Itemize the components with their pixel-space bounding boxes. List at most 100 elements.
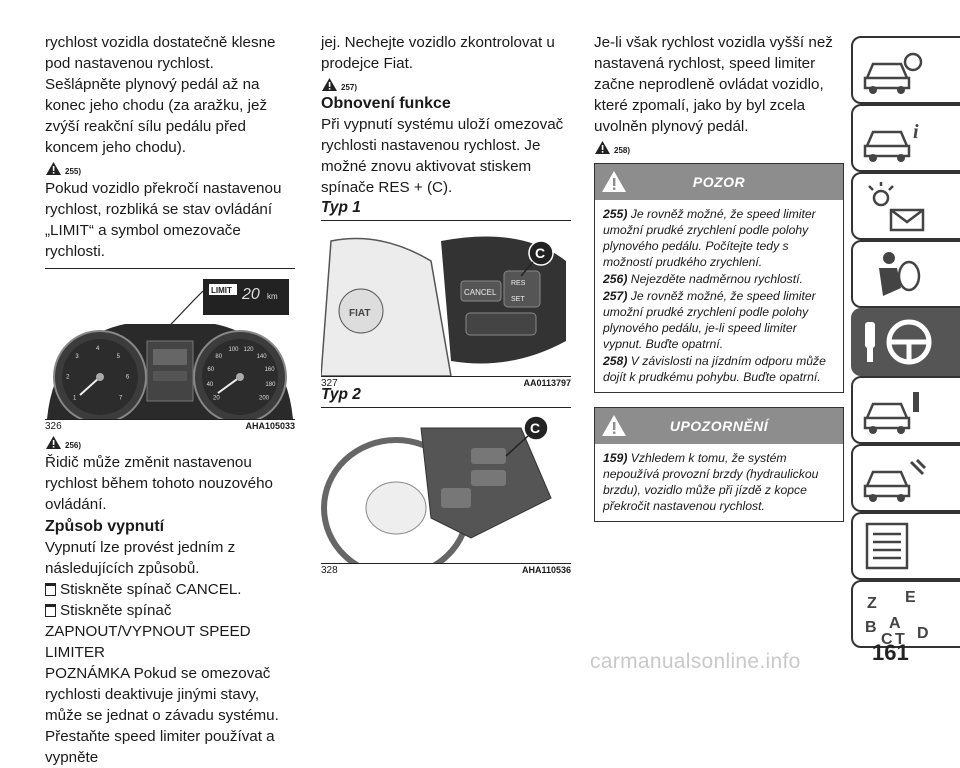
warning-box-header: POZOR [595, 164, 843, 200]
list-item: Stiskněte spínač CANCEL. [45, 579, 295, 600]
figure-caption: 327 AA0113797 [321, 378, 571, 389]
gauge-tick-label: 60 [207, 367, 214, 373]
car-info-icon: i [863, 121, 919, 162]
car-search-icon [863, 52, 923, 94]
column-1: rychlost vozidla dostatečně klesne pod n… [45, 32, 295, 768]
index-letter: B [865, 619, 877, 636]
list-icon [865, 522, 909, 570]
note-item: 159) Vzhledem k tomu, že systém nepoužív… [603, 450, 835, 514]
note-number: 255) [65, 167, 82, 176]
note-item: 257) Je rovněž možné, že speed limiter u… [603, 288, 835, 352]
car-service-icon [863, 392, 919, 434]
callout-c: C [530, 420, 540, 436]
chapter-tab[interactable] [851, 240, 960, 308]
gauge-tick-label: 3 [75, 354, 79, 360]
paragraph: jej. Nechejte vozidlo zkontrolovat u pro… [321, 34, 555, 72]
caution-box-header: UPOZORNĚNÍ [595, 408, 843, 444]
paragraph: Vypnutí lze provést jedním z následující… [45, 539, 236, 577]
speed-value: 20 [241, 286, 260, 303]
index-letter: C [881, 631, 893, 644]
note-item-text: Je rovněž možné, že speed limiter umožní… [603, 207, 816, 269]
index-letter: T [895, 631, 905, 644]
chapter-tab[interactable] [851, 308, 960, 376]
figure-number: 327 [321, 378, 338, 389]
note-item: 255) Je rovněž možné, že speed limiter u… [603, 206, 835, 270]
warning-box: POZOR 255) Je rovněž možné, že speed lim… [594, 163, 844, 393]
list-item: Stiskněte spínač [45, 600, 295, 621]
note-number: 256) [65, 441, 82, 450]
note-number: 258) [614, 146, 631, 155]
figure-code: AA0113797 [523, 378, 571, 388]
figure-number: 328 [321, 565, 338, 576]
chapter-tab[interactable] [851, 376, 960, 444]
note-item-number: 159) [603, 451, 628, 465]
note-item-number: 256) [603, 272, 628, 286]
note-number: 257) [341, 83, 358, 92]
warning-triangle-icon [46, 162, 61, 175]
note-item-text: Vzhledem k tomu, že systém nepoužívá pro… [603, 451, 819, 513]
page-number: 161 [872, 640, 909, 665]
res-label: RES [511, 280, 526, 287]
note-item-text: V závislosti na jízdním odporu může dojí… [603, 354, 826, 384]
note-item-number: 255) [603, 207, 628, 221]
bullet-box-icon [45, 583, 56, 596]
chapter-tab[interactable]: i [851, 104, 960, 172]
chapter-tab[interactable] [851, 512, 960, 580]
paragraph: ZAPNOUT/VYPNOUT SPEED LIMITER [45, 623, 251, 661]
warning-lights-icon [868, 182, 925, 232]
figure-caption: 326 AHA105033 [45, 421, 295, 432]
note-reference: 256) [45, 435, 295, 450]
gauge-tick-label: 140 [257, 354, 268, 360]
paragraph: rychlost vozidla dostatečně klesne pod n… [45, 34, 276, 72]
chapter-tab[interactable] [851, 36, 960, 104]
column-3: Je-li však rychlost vozidla vyšší než na… [594, 32, 844, 522]
gauge-tick-label: 100 [229, 347, 240, 353]
wrench-car-icon [863, 458, 927, 502]
gauge-tick-label: 200 [259, 395, 270, 401]
svg-text:i: i [913, 121, 919, 143]
section-heading: Obnovení funkce [321, 95, 451, 112]
gauge-tick-label: 7 [119, 395, 123, 401]
warning-box-body: 255) Je rovněž možné, že speed limiter u… [595, 200, 843, 392]
index-letter: A [889, 615, 901, 632]
gauge-tick-label: 40 [207, 382, 214, 388]
chapter-tab[interactable] [851, 444, 960, 512]
warning-triangle-icon [602, 415, 626, 436]
note-item: 258) V závislosti na jízdním odporu může… [603, 353, 835, 385]
note-item-text: Je rovněž možné, že speed limiter umožní… [603, 289, 816, 351]
figure-caption: 328 AHA110536 [321, 565, 571, 576]
callout-c: C [535, 245, 545, 261]
paragraph: POZNÁMKA Pokud se omezovač rychlosti dea… [45, 665, 279, 766]
figure-code: AHA110536 [521, 565, 571, 575]
paragraph: Sešlápněte plynový pedál až na konec jeh… [45, 76, 268, 156]
warning-triangle-icon [595, 141, 610, 154]
key-steering-icon [865, 319, 932, 365]
set-label: SET [511, 296, 525, 303]
gauge-tick-label: 80 [215, 354, 222, 360]
gauge-tick-label: 180 [265, 382, 276, 388]
steering-switch-figure-type-1: FIAT CANCEL RES SET C [321, 220, 571, 377]
gauge-tick-label: 6 [126, 374, 130, 380]
index-letter: E [905, 589, 916, 606]
svg-text:FIAT: FIAT [349, 308, 370, 319]
section-heading: Způsob vypnutí [45, 518, 165, 535]
note-item-number: 257) [603, 289, 628, 303]
gauge-tick-label: 20 [213, 395, 220, 401]
watermark: carmanualsonline.info [590, 650, 801, 673]
figure-code: AHA105033 [245, 421, 295, 431]
gauge-tick-label: 5 [117, 354, 121, 360]
chapter-tab[interactable] [851, 172, 960, 240]
airbag-person-icon [879, 252, 921, 296]
warning-triangle-icon [46, 436, 61, 449]
caution-box-body: 159) Vzhledem k tomu, že systém nepoužív… [595, 444, 843, 521]
limit-label: LIMIT [211, 286, 232, 295]
note-reference: 255) [45, 161, 295, 176]
type-label: Typ 1 [321, 199, 361, 216]
gauge-tick-label: 1 [73, 395, 77, 401]
bullet-box-icon [45, 604, 56, 617]
